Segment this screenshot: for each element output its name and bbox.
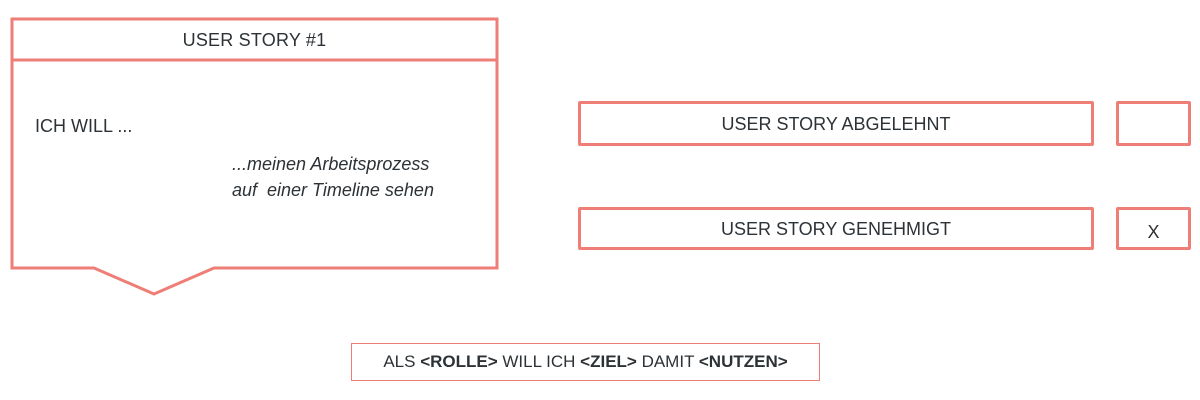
story-goal-line: auf einer Timeline sehen	[232, 180, 434, 200]
user-story-template: ALS <ROLLE> WILL ICH <ZIEL> DAMIT <NUTZE…	[351, 343, 820, 381]
rejected-checkbox[interactable]	[1116, 101, 1191, 146]
approved-checkbox[interactable]: X	[1116, 207, 1191, 250]
template-placeholder-benefit: <NUTZEN>	[698, 352, 788, 371]
status-approved-label: USER STORY GENEHMIGT	[578, 207, 1094, 250]
user-story-card: USER STORY #1 ICH WILL ... ...meinen Arb…	[0, 0, 520, 310]
story-card-title: USER STORY #1	[182, 30, 327, 50]
template-text: WILL ICH	[497, 352, 581, 371]
story-card-goal: ...meinen Arbeitsprozess auf einer Timel…	[232, 151, 434, 203]
story-card-outline	[10, 17, 499, 296]
template-text: DAMIT	[636, 352, 699, 371]
template-text: ALS	[383, 352, 421, 371]
template-placeholder-goal: <ZIEL>	[580, 352, 637, 371]
status-rejected-label: USER STORY ABGELEHNT	[578, 101, 1094, 146]
story-goal-line: ...meinen Arbeitsprozess	[232, 154, 430, 174]
story-card-lead: ICH WILL ...	[35, 116, 133, 136]
template-placeholder-role: <ROLLE>	[420, 352, 498, 371]
